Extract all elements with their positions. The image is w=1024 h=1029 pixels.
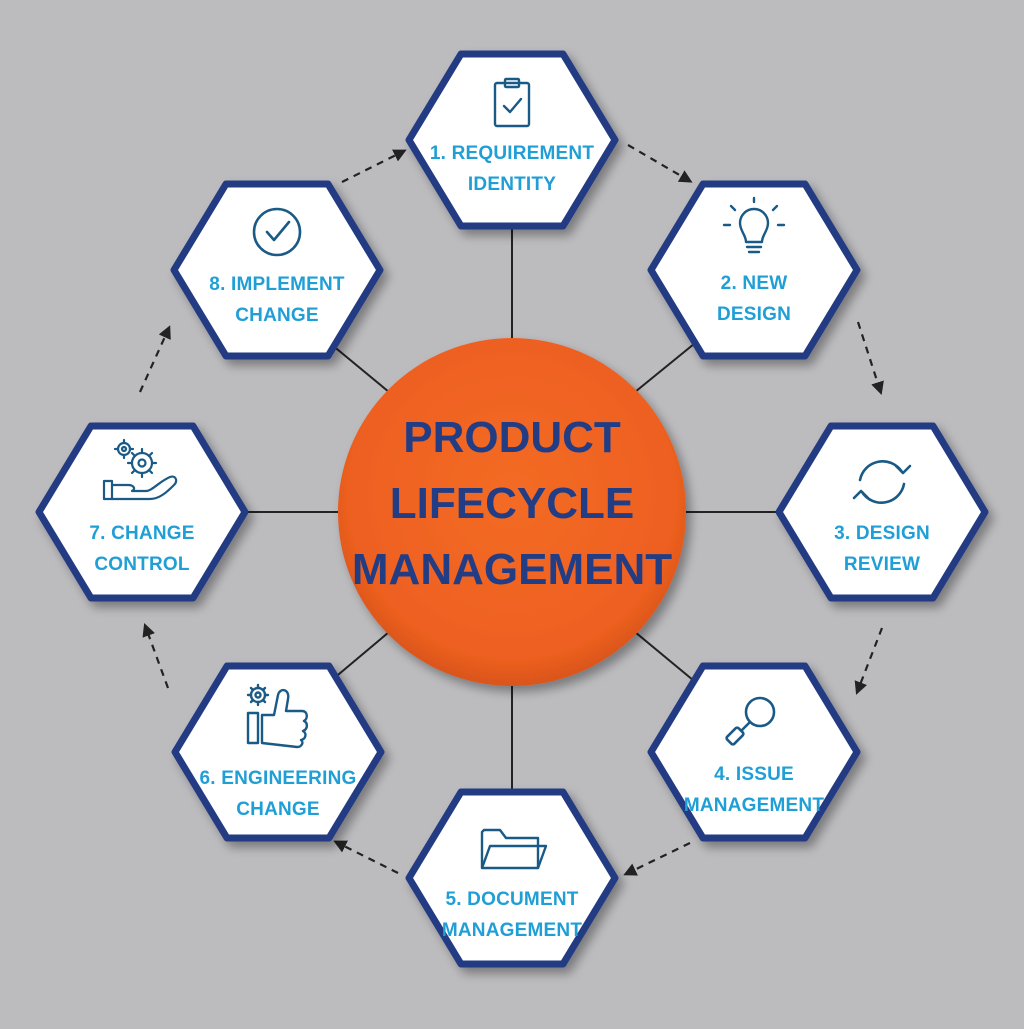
step-node-8: 8. IMPLEMENT CHANGE: [170, 180, 384, 360]
magnifier-icon: [725, 696, 776, 746]
step-nodes: 1. REQUIREMENT IDENTITY 2. NEW DESIGN: [35, 50, 989, 968]
step-label-5-line-2: MANAGEMENT: [442, 920, 582, 941]
step-label-6-line-1: 6. ENGINEERING: [200, 768, 357, 789]
step-label-6-line-2: CHANGE: [236, 799, 320, 820]
step-node-4: 4. ISSUE MANAGEMENT: [647, 662, 861, 842]
hand-gears-icon: [102, 438, 178, 501]
center-hub: PRODUCT LIFECYCLE MANAGEMENT: [338, 338, 686, 686]
step-label-8-line-1: 8. IMPLEMENT: [209, 274, 345, 295]
step-label-1-line-1: 1. REQUIREMENT: [430, 143, 595, 164]
step-label-3-line-1: 3. DESIGN: [834, 523, 930, 544]
step-node-7: 7. CHANGE CONTROL: [35, 422, 249, 602]
step-label-4-line-2: MANAGEMENT: [684, 795, 824, 816]
arrow-4-to-5: [623, 842, 691, 876]
arrow-1-to-2: [627, 144, 693, 183]
step-label-2-line-2: DESIGN: [717, 304, 791, 325]
step-label-8-line-2: CHANGE: [235, 305, 319, 326]
arrow-3-to-4: [854, 627, 884, 695]
step-node-2: 2. NEW DESIGN: [647, 180, 861, 360]
check-circle-icon: [252, 207, 302, 257]
step-label-4-line-1: 4. ISSUE: [714, 764, 794, 785]
lightbulb-icon: [722, 196, 786, 254]
cycle-arrows: [138, 144, 884, 876]
arrow-8-to-1: [341, 149, 407, 183]
arrow-2-to-3: [856, 321, 884, 396]
step-label-1-line-2: IDENTITY: [468, 174, 556, 195]
step-node-5: 5. DOCUMENT MANAGEMENT: [405, 788, 619, 968]
step-node-3: 3. DESIGN REVIEW: [775, 422, 989, 602]
clipboard-check-icon: [493, 77, 531, 128]
step-label-3-line-2: REVIEW: [844, 554, 920, 575]
gear-thumbs-up-icon: [246, 683, 309, 749]
center-title-line-2: LIFECYCLE: [390, 479, 634, 528]
arrow-6-to-7: [142, 623, 170, 689]
refresh-cycle-icon: [852, 460, 912, 504]
step-node-6: 6. ENGINEERING CHANGE: [171, 662, 385, 842]
connector-lines: [232, 225, 790, 795]
step-label-2-line-1: 2. NEW: [721, 273, 788, 294]
step-label-7-line-2: CONTROL: [94, 554, 190, 575]
step-label-7-line-1: 7. CHANGE: [89, 523, 194, 544]
arrow-7-to-8: [138, 325, 171, 393]
folder-icon: [480, 828, 548, 870]
center-title-line-1: PRODUCT: [403, 413, 621, 462]
step-label-5-line-1: 5. DOCUMENT: [445, 889, 578, 910]
center-title-line-3: MANAGEMENT: [352, 545, 672, 594]
arrow-5-to-6: [333, 840, 399, 874]
step-node-1: 1. REQUIREMENT IDENTITY: [405, 50, 619, 230]
